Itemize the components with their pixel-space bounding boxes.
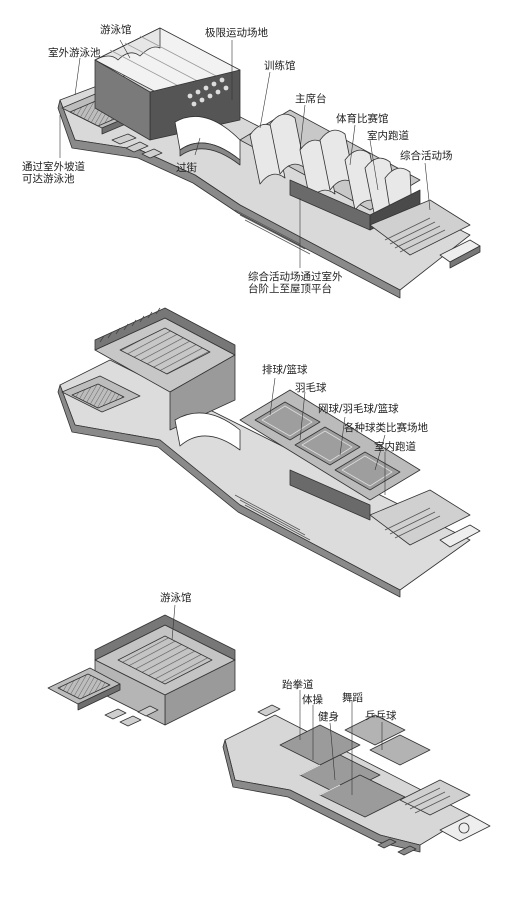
label-activity-field: 综合活动场 (400, 150, 453, 162)
diagram-3-pool (47, 614, 236, 727)
diagram-1-exterior (57, 27, 481, 299)
label-volleyball-basketball: 排球/篮球 (262, 364, 308, 376)
label-training-hall: 训练馆 (264, 60, 296, 72)
label-roof-note: 综合活动场通过室外 台阶上至屋顶平台 (248, 271, 343, 295)
label-dance: 舞蹈 (342, 692, 363, 704)
diagram-4-leaders (299, 690, 383, 795)
diagram-2-leaders (269, 377, 386, 495)
diagram-4-lower (222, 704, 491, 856)
label-ramp-note: 通过室外坡道 可达游泳池 (22, 161, 85, 185)
label-gymnastics: 体操 (302, 694, 323, 706)
label-swimming-hall: 游泳馆 (100, 24, 132, 36)
label-fitness: 健身 (318, 711, 339, 723)
label-badminton: 羽毛球 (295, 382, 327, 394)
label-main-stand: 主席台 (295, 93, 327, 105)
diagram-3-leaders (171, 604, 176, 641)
label-bridge: 过街 (176, 162, 197, 174)
label-indoor-track-2: 室内跑道 (374, 441, 416, 453)
diagram-1-leaders (59, 39, 431, 268)
label-taekwondo: 跆拳道 (282, 679, 314, 691)
label-ball-games: 各种球类比赛场地 (344, 422, 428, 434)
diagram-2-internal (57, 307, 481, 598)
label-swimming-hall-2: 游泳馆 (160, 592, 192, 604)
label-arena: 体育比赛馆 (336, 113, 389, 125)
label-table-tennis: 乒乓球 (365, 710, 397, 722)
label-tennis-badminton-basketball: 网球/羽毛球/篮球 (318, 403, 399, 415)
label-outdoor-pool: 室外游泳池 (48, 47, 101, 59)
label-indoor-track-1: 室内跑道 (367, 130, 409, 142)
label-extreme-sports: 极限运动场地 (205, 27, 268, 39)
